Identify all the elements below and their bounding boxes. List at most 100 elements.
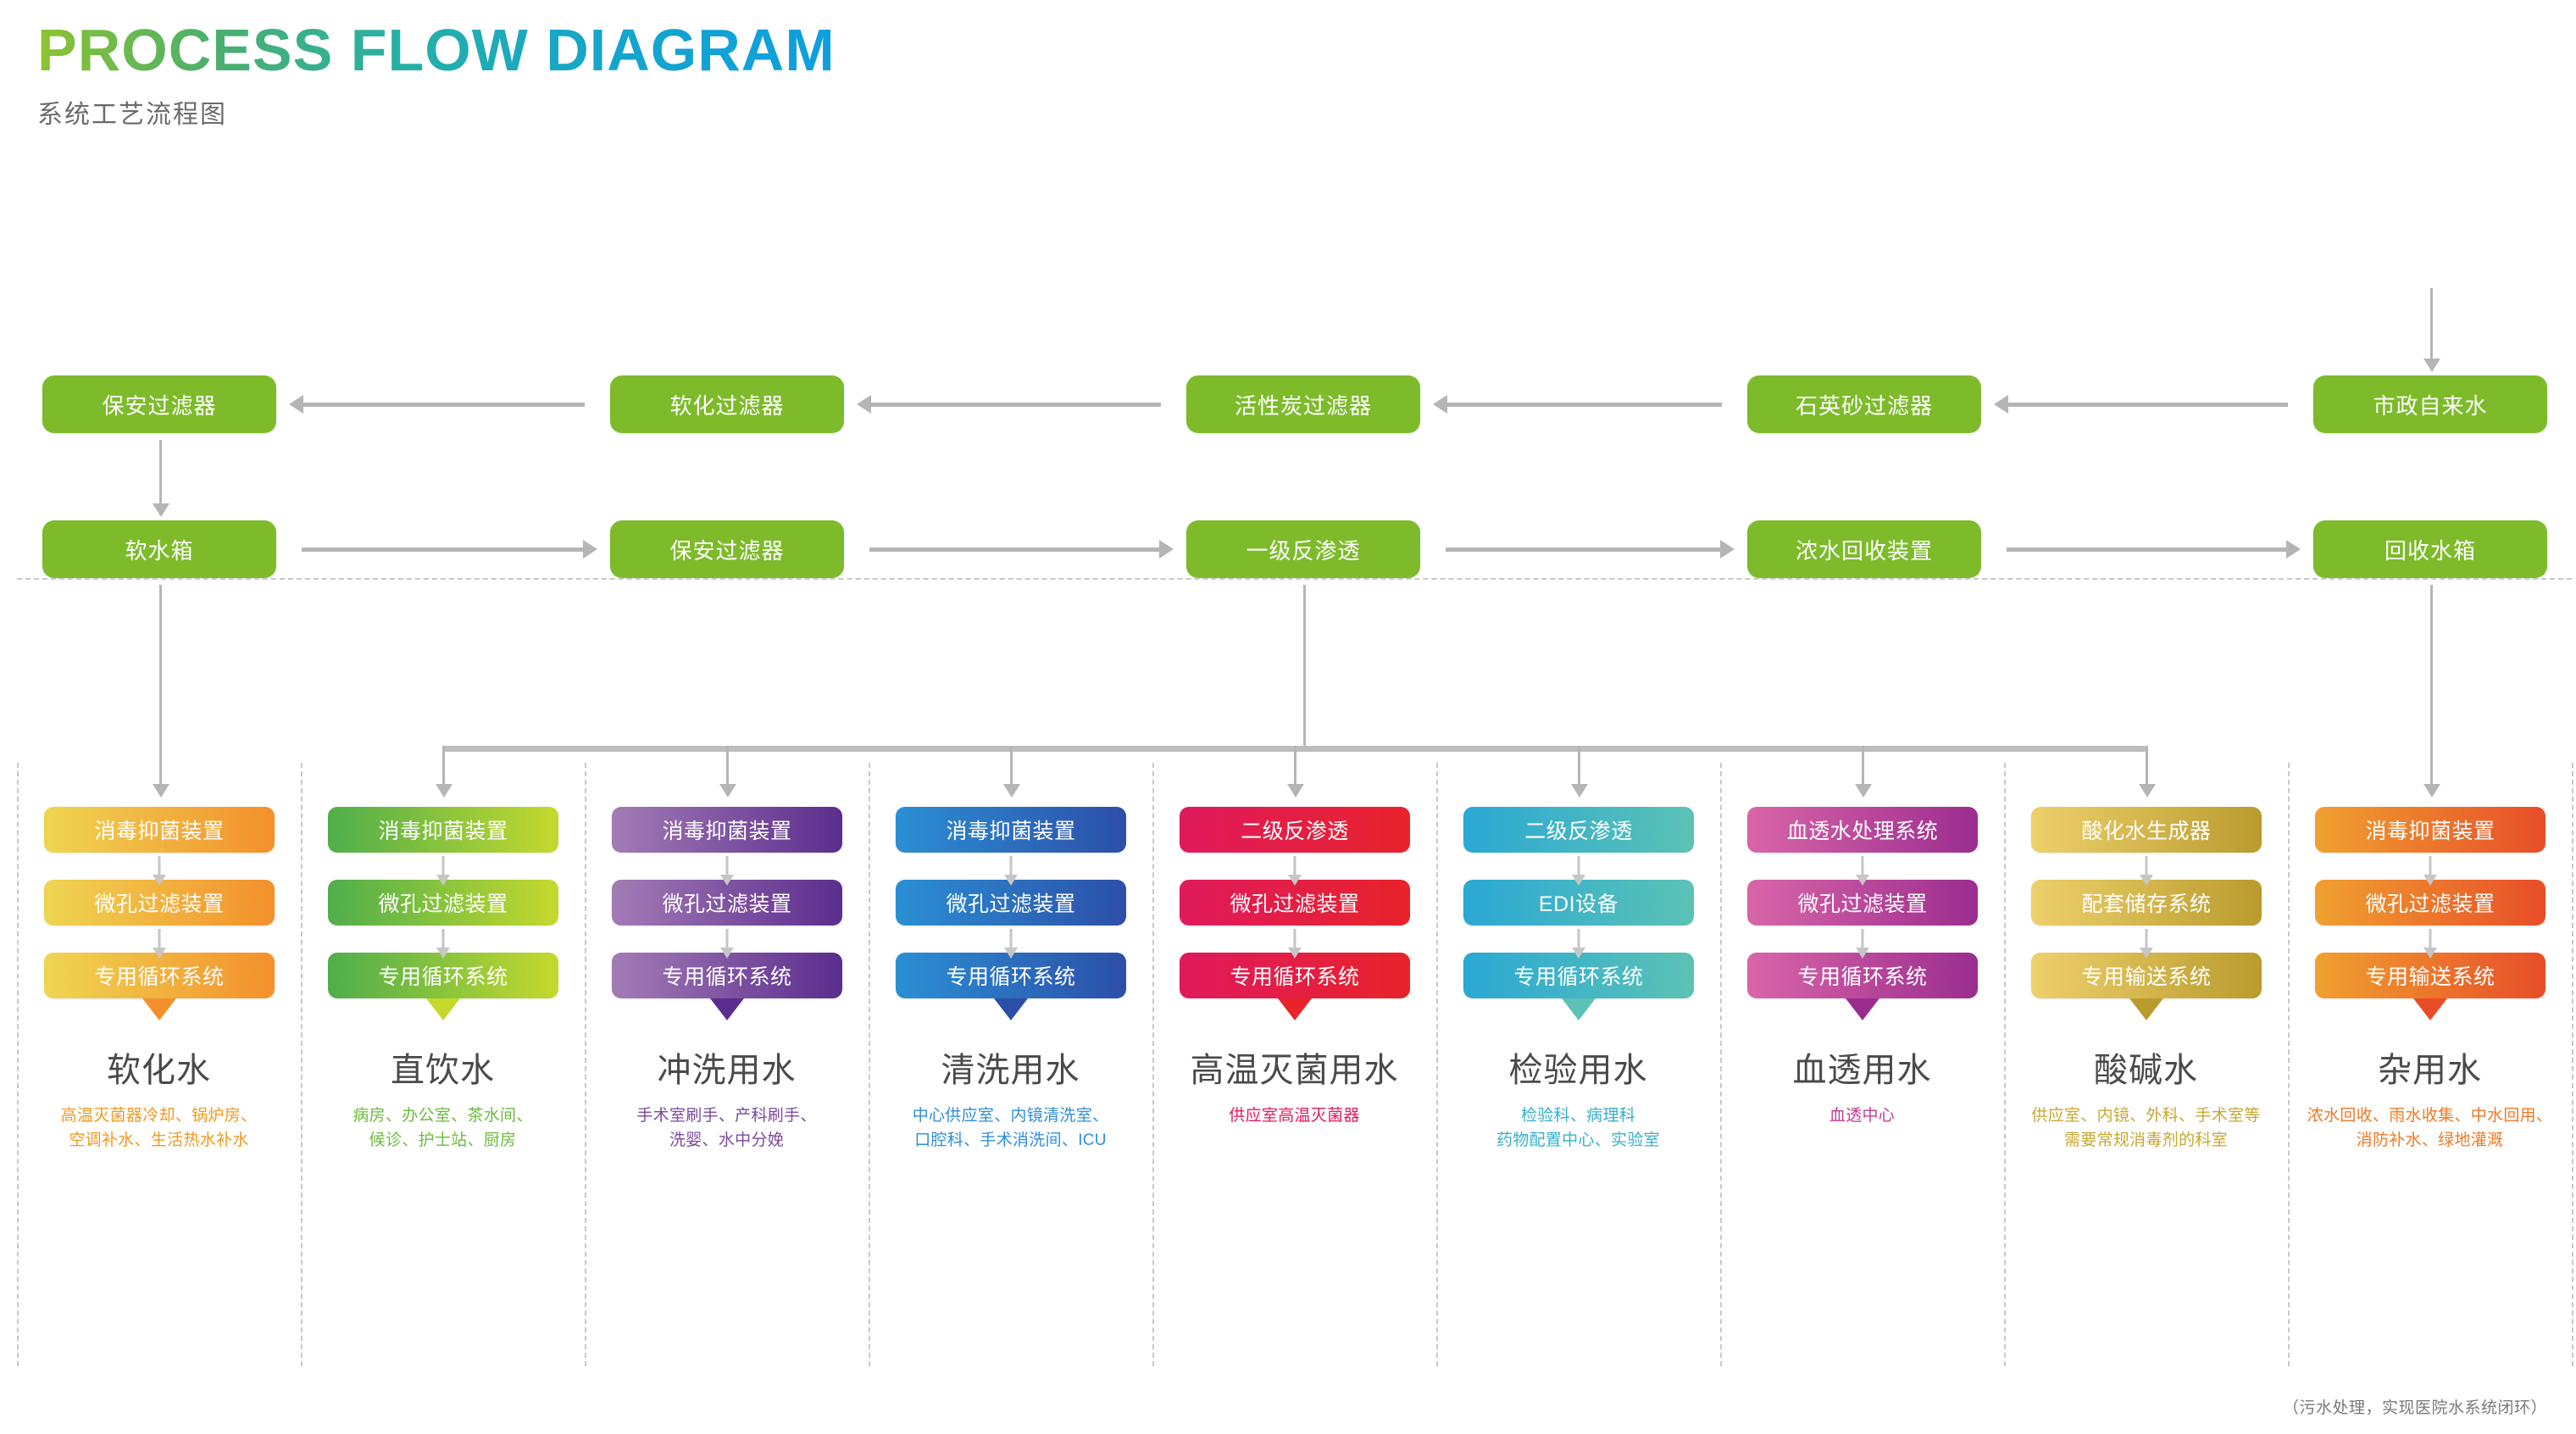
stage-label: 酸化水生成器: [2081, 820, 2212, 843]
arrow-head-icon: [1286, 784, 1304, 798]
stage-box-1[interactable]: 微孔过滤装置: [896, 880, 1126, 925]
arrow-head-icon: [152, 875, 166, 886]
stage-box-1[interactable]: 微孔过滤装置: [328, 880, 558, 925]
stage-label: 专用循环系统: [1797, 965, 1928, 989]
stage-label: 消毒抑菌装置: [2365, 820, 2496, 843]
arrow-head-icon: [1159, 540, 1174, 559]
stage-box-1[interactable]: 微孔过滤装置: [44, 880, 275, 925]
connector-line: [1446, 547, 1722, 552]
stage-arrow-1: [2422, 929, 2439, 959]
stage-pointer-tail: [994, 998, 1028, 1020]
pretreat-row1-node-4[interactable]: 市政自来水: [2313, 375, 2547, 433]
stage-box-2[interactable]: 专用循环系统: [328, 953, 558, 1020]
connector-line: [2007, 403, 2288, 407]
water-column-8: 消毒抑菌装置微孔过滤装置专用输送系统杂用水浓水回收、雨水收集、中水回用、消防补水…: [2288, 763, 2573, 1366]
stage-arrow-1: [719, 929, 736, 959]
arrow-head-icon: [436, 875, 450, 886]
arrow-shaft: [725, 929, 728, 948]
arrow-shaft: [1293, 856, 1296, 875]
stage-label: 消毒抑菌装置: [662, 820, 792, 843]
arrow-head-icon: [1002, 784, 1020, 798]
description-line-1: 口腔科、手术消洗间、ICU: [914, 1131, 1107, 1150]
stage-box-0[interactable]: 血透水处理系统: [1747, 807, 1978, 853]
pretreat-row2-node-3[interactable]: 浓水回收装置: [1747, 520, 1981, 578]
stage-box-0[interactable]: 消毒抑菌装置: [2315, 807, 2545, 853]
stage-box-0[interactable]: 消毒抑菌装置: [612, 807, 842, 853]
stage-box-2[interactable]: 专用循环系统: [1463, 953, 1694, 1020]
stage-box-1[interactable]: 微孔过滤装置: [612, 880, 842, 925]
stage-box-0[interactable]: 二级反渗透: [1463, 807, 1694, 853]
node-label: 软化过滤器: [669, 392, 785, 419]
node-label: 活性炭过滤器: [1234, 392, 1372, 419]
stage-box-0[interactable]: 消毒抑菌装置: [896, 807, 1126, 853]
stage-arrow-1: [1286, 929, 1303, 959]
connector-line: [2430, 288, 2433, 360]
pretreat-row2-node-1[interactable]: 保安过滤器: [610, 520, 844, 578]
arrow-head-icon: [2139, 948, 2153, 959]
stage-box-2[interactable]: 专用循环系统: [44, 953, 275, 1020]
stage-pointer-tail: [2129, 998, 2163, 1020]
pretreat-row2-node-0[interactable]: 软水箱: [42, 520, 276, 578]
stage-label: 专用循环系统: [94, 965, 225, 989]
column-title: 直饮水: [391, 1052, 495, 1089]
stage-box-1[interactable]: 配套储存系统: [2031, 880, 2262, 925]
description-line-0: 手术室刷手、产科刷手、: [636, 1107, 817, 1125]
pretreat-row1-node-3[interactable]: 石英砂过滤器: [1747, 375, 1981, 433]
stage-box-0[interactable]: 消毒抑菌装置: [328, 807, 558, 853]
pretreat-row1-node-0[interactable]: 保安过滤器: [42, 375, 276, 433]
stage-box-1[interactable]: 微孔过滤装置: [1747, 880, 1978, 925]
column-description: 手术室刷手、产科刷手、洗婴、水中分娩: [590, 1103, 863, 1153]
connector-line: [159, 440, 162, 505]
description-line-0: 供应室、内镜、外科、手术室等: [2031, 1107, 2261, 1125]
column-title: 高温灭菌用水: [1190, 1052, 1399, 1089]
column-description: 供应室高温灭菌器: [1158, 1103, 1431, 1128]
stage-box-0[interactable]: 二级反渗透: [1180, 807, 1410, 853]
arrow-head-icon: [1994, 395, 2008, 414]
node-label: 回收水箱: [2384, 537, 2476, 564]
stage-label: 微孔过滤装置: [946, 892, 1076, 916]
stage-box-2[interactable]: 专用输送系统: [2315, 953, 2545, 1020]
node-label: 保安过滤器: [669, 537, 785, 564]
stage-arrow-1: [151, 929, 168, 959]
arrow-shaft: [1009, 929, 1012, 948]
stage-box-1[interactable]: 微孔过滤装置: [2315, 880, 2545, 925]
stage-box-2[interactable]: 专用循环系统: [1747, 953, 1978, 1020]
description-line-1: 药物配置中心、实验室: [1496, 1131, 1660, 1150]
arrow-head-icon: [1855, 875, 1869, 886]
stage-pointer-tail: [142, 998, 176, 1020]
stage-box-0[interactable]: 酸化水生成器: [2031, 807, 2262, 853]
stage-label: 微孔过滤装置: [1797, 892, 1928, 916]
stage-label: 配套储存系统: [2081, 892, 2212, 916]
description-line-0: 浓水回收、雨水收集、中水回用、: [2307, 1107, 2553, 1125]
stage-box-2[interactable]: 专用输送系统: [2031, 953, 2262, 1020]
arrow-head-icon: [1854, 784, 1872, 798]
arrow-head-icon: [583, 540, 597, 559]
arrow-head-icon: [1433, 395, 1447, 414]
connector-line: [726, 746, 729, 786]
stage-label: 微孔过滤装置: [378, 892, 508, 916]
arrow-head-icon: [1287, 948, 1302, 959]
arrow-shaft: [2145, 929, 2147, 948]
arrow-shaft: [2145, 856, 2147, 875]
stage-box-2[interactable]: 专用循环系统: [612, 953, 842, 1020]
stage-box-2[interactable]: 专用循环系统: [896, 953, 1126, 1020]
description-line-0: 中心供应室、内镜清洗室、: [912, 1107, 1109, 1125]
arrow-shaft: [441, 929, 444, 948]
pretreat-row1-node-1[interactable]: 软化过滤器: [610, 375, 844, 433]
stage-box-0[interactable]: 消毒抑菌装置: [44, 807, 275, 853]
stage-box-1[interactable]: EDI设备: [1463, 880, 1694, 925]
water-column-6: 血透水处理系统微孔过滤装置专用循环系统血透用水血透中心: [1720, 763, 2004, 1366]
description-line-1: 洗婴、水中分娩: [669, 1131, 785, 1150]
stage-box-2[interactable]: 专用循环系统: [1180, 953, 1410, 1020]
page-title: PROCESS FLOW DIAGRAM: [37, 17, 836, 83]
column-divider: [2004, 763, 2006, 1366]
pretreat-row1-node-2[interactable]: 活性炭过滤器: [1186, 375, 1420, 433]
pretreat-row2-node-2[interactable]: 一级反渗透: [1186, 520, 1420, 578]
arrow-shaft: [441, 856, 444, 875]
pretreat-row2-node-4[interactable]: 回收水箱: [2313, 520, 2547, 578]
stage-box-1[interactable]: 微孔过滤装置: [1180, 880, 1410, 925]
stage-label: 微孔过滤装置: [662, 892, 792, 916]
arrow-head-icon: [152, 503, 169, 517]
stage-pointer-tail: [710, 998, 744, 1020]
arrow-head-icon: [1287, 875, 1302, 886]
